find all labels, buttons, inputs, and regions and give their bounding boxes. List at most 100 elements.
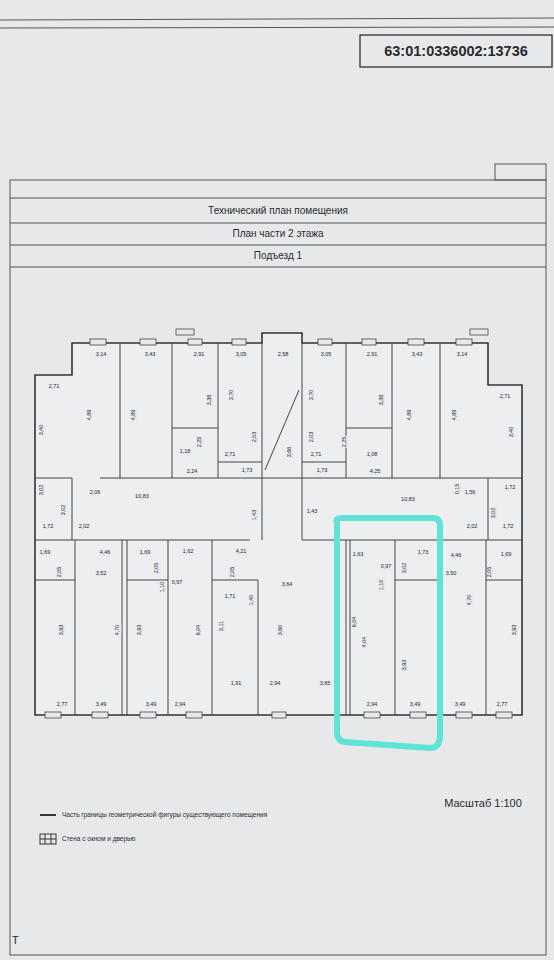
dimension-label: 2,03 — [252, 431, 258, 443]
dimension-label: 3,52 — [95, 571, 107, 577]
dimension-label: 4,89 — [452, 409, 458, 421]
dimension-label: 6,04 — [196, 624, 202, 636]
dimension-label: 3,02 — [402, 562, 408, 574]
plan-title: Технический план помещения — [208, 206, 348, 216]
dimension-label: 3,70 — [309, 389, 315, 401]
dimension-label: 2,06 — [89, 490, 101, 496]
dimension-label: 1,73 — [241, 468, 253, 474]
dimension-label: 4,89 — [131, 409, 137, 421]
dimension-label: 2,25 — [342, 436, 348, 448]
dimension-label: 1,72 — [504, 485, 516, 491]
dimension-label: 4,89 — [87, 409, 93, 421]
dimension-label: 2,94 — [366, 702, 378, 708]
dimension-label: 2,77 — [56, 702, 68, 708]
legend-text: Стена с окном и дверью — [62, 836, 135, 843]
dimension-label: 3,02 — [39, 484, 45, 496]
dimension-label: 1,69 — [139, 550, 151, 556]
dimension-label: 2,02 — [78, 524, 90, 530]
dimension-label: 2,05 — [230, 566, 236, 578]
dimension-label: 2,25 — [197, 436, 203, 448]
dimension-label: 3,38 — [379, 394, 385, 406]
dimension-label: 3,93 — [137, 624, 143, 636]
dimension-label: 3,40 — [39, 424, 45, 436]
dimension-label: 4,04 — [362, 636, 368, 648]
dimension-label: 4,70 — [115, 624, 121, 636]
dimension-label: 3,14 — [95, 352, 107, 358]
dimension-label: 4,25 — [369, 469, 381, 475]
dimension-label: 1,18 — [179, 449, 191, 455]
dimension-label: 4,89 — [407, 409, 413, 421]
dimension-label: 2,71 — [310, 452, 322, 458]
dimension-label: 2,77 — [496, 702, 508, 708]
dimension-label: 4,46 — [99, 550, 111, 556]
dimension-label: 1,73 — [316, 468, 328, 474]
dimension-label: 2,94 — [269, 681, 281, 687]
dimension-label: 2,94 — [174, 702, 186, 708]
dimension-label: 1,40 — [249, 594, 255, 606]
dimension-label: 1,69 — [500, 552, 512, 558]
legend-text: Часть границы геометрической фигуры суще… — [62, 812, 267, 819]
dimension-label: 0,15 — [455, 483, 461, 495]
dimension-label: 1,63 — [352, 552, 364, 558]
dimension-label: 4,21 — [235, 549, 247, 555]
dimension-label: 6,04 — [352, 616, 358, 628]
dimension-label: 1,10 — [379, 579, 385, 591]
dimension-label: 1,10 — [160, 581, 166, 593]
dimension-label: 2,71 — [224, 452, 236, 458]
dimension-label: 1,69 — [39, 550, 51, 556]
dimension-label: 2,02 — [466, 524, 478, 530]
dimension-label: 3,40 — [509, 426, 515, 438]
dimension-label: 3,50 — [445, 571, 457, 577]
dimension-label: 2,05 — [487, 566, 493, 578]
dimension-label: 2,24 — [186, 469, 198, 475]
dimension-label: 3,65 — [319, 681, 331, 687]
dimension-label: 4,70 — [467, 594, 473, 606]
dimension-label: 0,97 — [380, 564, 392, 570]
dimension-label: 2,91 — [366, 352, 378, 358]
dimension-label: 3,05 — [320, 352, 332, 358]
dimension-label: 2,71 — [499, 394, 511, 400]
scale-label: Масштаб 1:100 — [444, 798, 522, 809]
dimension-label: 3,02 — [491, 507, 497, 519]
dimension-label: 3,11 — [219, 620, 225, 631]
dimension-label: 2,05 — [154, 562, 160, 574]
dimension-label: 1,72 — [42, 524, 54, 530]
dimension-label: 3,49 — [454, 702, 466, 708]
dimension-label: 1,56 — [464, 490, 476, 496]
dimension-label: 1,91 — [230, 681, 242, 687]
dimension-label: 10,83 — [401, 497, 416, 503]
cadastral-number: 63:01:0336002:13736 — [384, 44, 528, 59]
dimension-label: 2,71 — [48, 384, 60, 390]
plan-subtitle: План части 2 этажа — [232, 229, 323, 239]
dimension-label: 0,97 — [171, 580, 183, 586]
dimension-label: 3,93 — [59, 624, 65, 636]
dimension-label: 3,64 — [281, 582, 293, 588]
page-fragment: Т — [12, 935, 19, 946]
dimension-label: 3,02 — [61, 504, 67, 516]
dimension-label: 3,49 — [409, 702, 421, 708]
dimension-label: 3,49 — [95, 702, 107, 708]
dimension-label: 3,14 — [456, 352, 468, 358]
dimension-label: 3,66 — [287, 446, 293, 458]
dimension-label: 3,70 — [229, 389, 235, 401]
dimension-label: 1,72 — [502, 524, 514, 530]
dimension-label: 2,03 — [309, 431, 315, 443]
dimension-label: 3,93 — [512, 624, 518, 636]
dimension-label: 1,73 — [417, 550, 429, 556]
dimension-label: 3,93 — [402, 659, 408, 671]
entrance-label: Подъезд 1 — [254, 251, 302, 261]
dimension-label: 2,91 — [193, 352, 205, 358]
dimension-label: 3,60 — [278, 624, 284, 636]
dimension-label: 1,62 — [182, 549, 194, 555]
dimension-label: 1,43 — [306, 509, 318, 515]
dimension-label: 2,58 — [277, 352, 289, 358]
dimension-label: 1,08 — [366, 452, 378, 458]
dimension-label: 3,05 — [235, 352, 247, 358]
dimension-label: 3,38 — [207, 394, 213, 406]
dimension-label: 2,05 — [57, 566, 63, 578]
dimension-label: 3,43 — [144, 352, 156, 358]
dimension-label: 4,46 — [450, 553, 462, 559]
dimension-label: 3,49 — [145, 702, 157, 708]
dimension-label: 3,43 — [411, 352, 423, 358]
dimension-label: 1,71 — [224, 594, 236, 600]
